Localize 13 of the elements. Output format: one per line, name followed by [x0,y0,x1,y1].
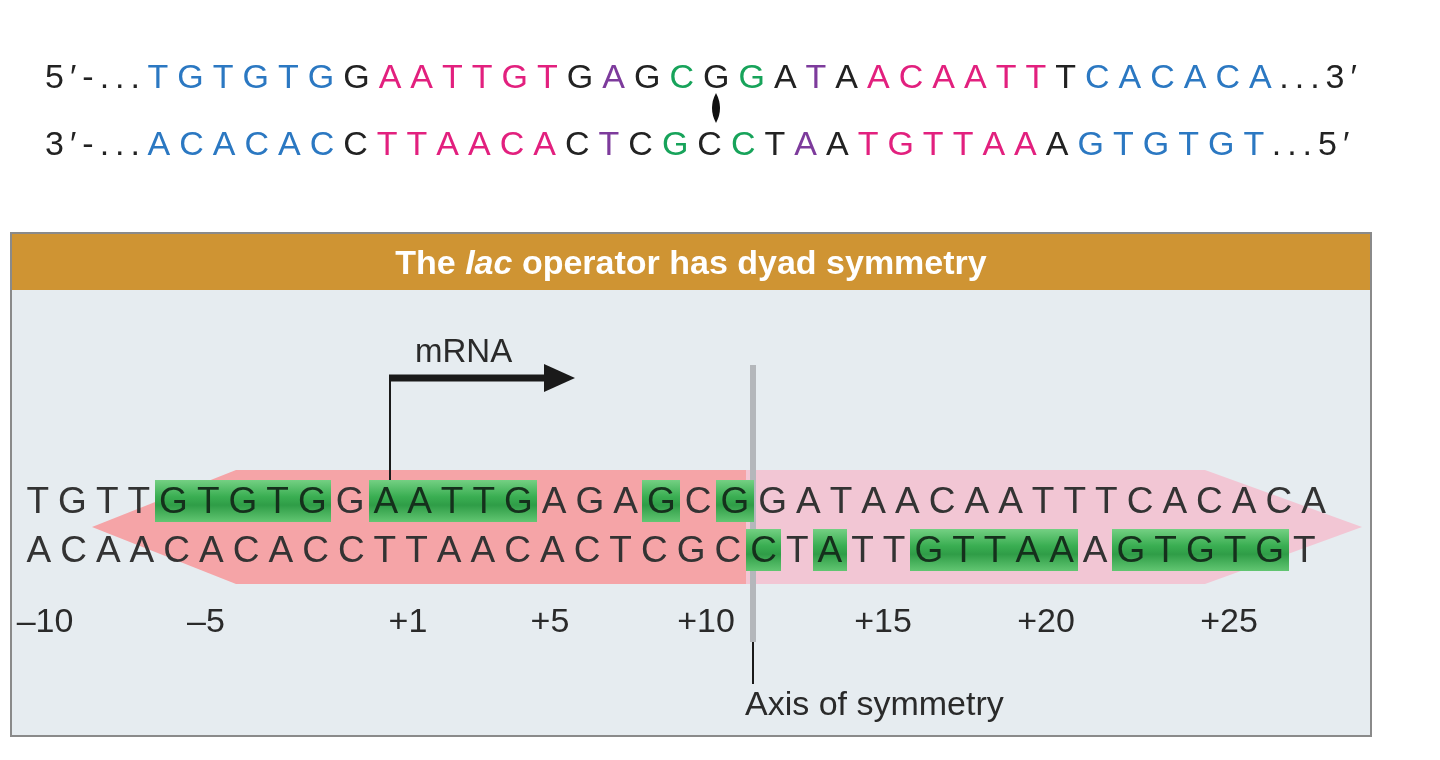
mrna-label: mRNA [415,332,513,370]
position-number: –5 [187,600,225,640]
leader-line [752,641,754,685]
position-number: +20 [1017,600,1075,640]
axis-label: Axis of symmetry [745,684,1004,724]
position-number: +25 [1200,600,1258,640]
position-number: –10 [16,600,74,640]
panel-title: The lac operator has dyad symmetry [12,234,1370,290]
position-number: +10 [677,600,735,640]
figure-panel [10,232,1372,737]
position-number: +15 [854,600,912,640]
position-number: +1 [388,600,428,640]
position-number: +5 [530,600,570,640]
